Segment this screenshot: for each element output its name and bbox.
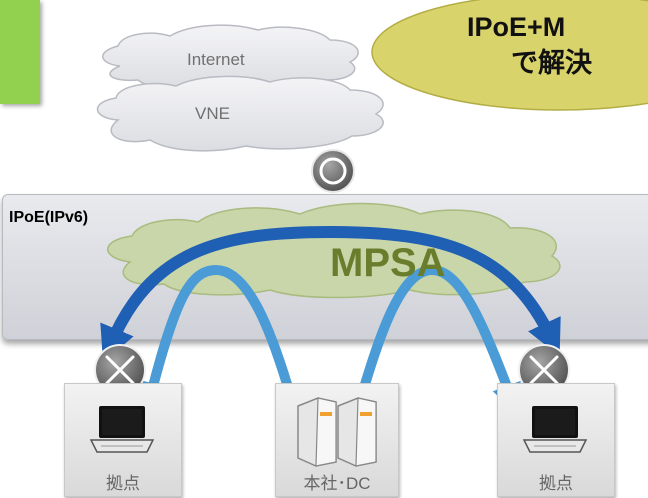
green-accent-tab — [0, 0, 40, 104]
callout-line-2: で解決 — [511, 48, 592, 78]
site-branch-left: 拠点 — [64, 383, 182, 497]
site-label: 拠点 — [539, 474, 573, 493]
vne-label: VNE — [195, 104, 230, 123]
callout-line-1: IPoE+M — [467, 12, 566, 42]
site-label: 本社･DC — [303, 474, 371, 493]
vne-cloud — [96, 75, 384, 152]
callout-bubble — [371, 0, 648, 111]
gateway-icon — [311, 149, 355, 193]
laptop-icon — [522, 406, 588, 453]
internet-label: Internet — [187, 50, 245, 69]
callout-text: IPoE+M で解決 — [467, 9, 592, 81]
site-label: 拠点 — [106, 474, 140, 493]
arrow-site-to-site — [100, 225, 561, 363]
site-hq-dc: 本社･DC — [275, 383, 399, 497]
site-branch-right: 拠点 — [497, 383, 615, 497]
server-icon — [297, 397, 377, 467]
laptop-icon — [89, 406, 155, 453]
ipoe-label: IPoE(IPv6) — [9, 209, 89, 226]
mpsa-label: MPSA — [330, 241, 446, 285]
router-icon — [94, 344, 146, 396]
